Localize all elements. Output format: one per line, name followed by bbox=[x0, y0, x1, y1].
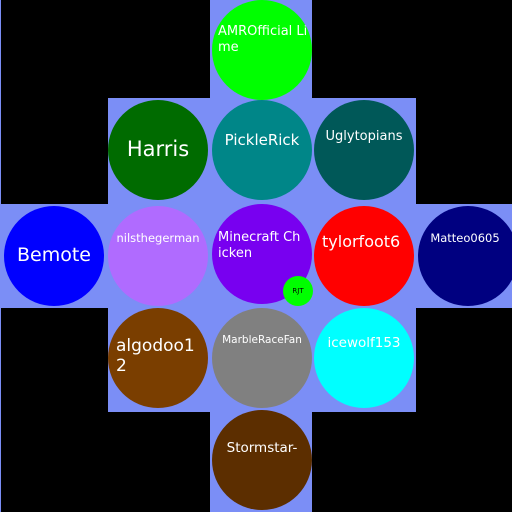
marble-label: tylorfoot6 bbox=[322, 232, 401, 251]
marble-matteo0605[interactable]: Matteo0605 bbox=[418, 206, 512, 306]
marble-label: Matteo0605 bbox=[430, 231, 500, 246]
marble-harris[interactable]: Harris bbox=[108, 100, 208, 200]
marble-stormstar[interactable]: Stormstar- bbox=[212, 410, 312, 510]
marble-label: PickleRick bbox=[224, 131, 300, 149]
marble-label: MarbleRaceFan bbox=[222, 333, 302, 346]
marble-algodoo12[interactable]: algodoo12 bbox=[108, 308, 208, 408]
marble-label: Bemote bbox=[17, 243, 91, 266]
marble-label: Minecraft Chicken bbox=[218, 230, 301, 261]
edge-strip-left bbox=[0, 0, 1, 512]
marble-label: Harris bbox=[126, 137, 190, 162]
marble-label: Uglytopians bbox=[325, 129, 403, 145]
marble-amrofficial-lime[interactable]: AMROfficial Lime bbox=[212, 0, 312, 100]
marble-label: nilsthegerman bbox=[116, 231, 200, 246]
marble-label: Stormstar- bbox=[226, 439, 298, 456]
marble-uglytopians[interactable]: Uglytopians bbox=[314, 100, 414, 200]
marble-bemote[interactable]: Bemote bbox=[4, 206, 104, 306]
marble-label: algodoo12 bbox=[116, 336, 195, 377]
marble-marbleracefan[interactable]: MarbleRaceFan bbox=[212, 308, 312, 408]
marble-label: AMROfficial Lime bbox=[218, 24, 308, 55]
marble-label: icewolf153 bbox=[327, 334, 401, 351]
badge-label: RJT bbox=[292, 287, 304, 295]
marble-tylorfoot6[interactable]: tylorfoot6 bbox=[314, 206, 414, 306]
badge-rjt[interactable]: RJT bbox=[283, 276, 313, 306]
marble-icewolf153[interactable]: icewolf153 bbox=[314, 308, 414, 408]
marble-nilsthegerman[interactable]: nilsthegerman bbox=[108, 206, 208, 306]
marble-picklerick[interactable]: PickleRick bbox=[212, 100, 312, 200]
